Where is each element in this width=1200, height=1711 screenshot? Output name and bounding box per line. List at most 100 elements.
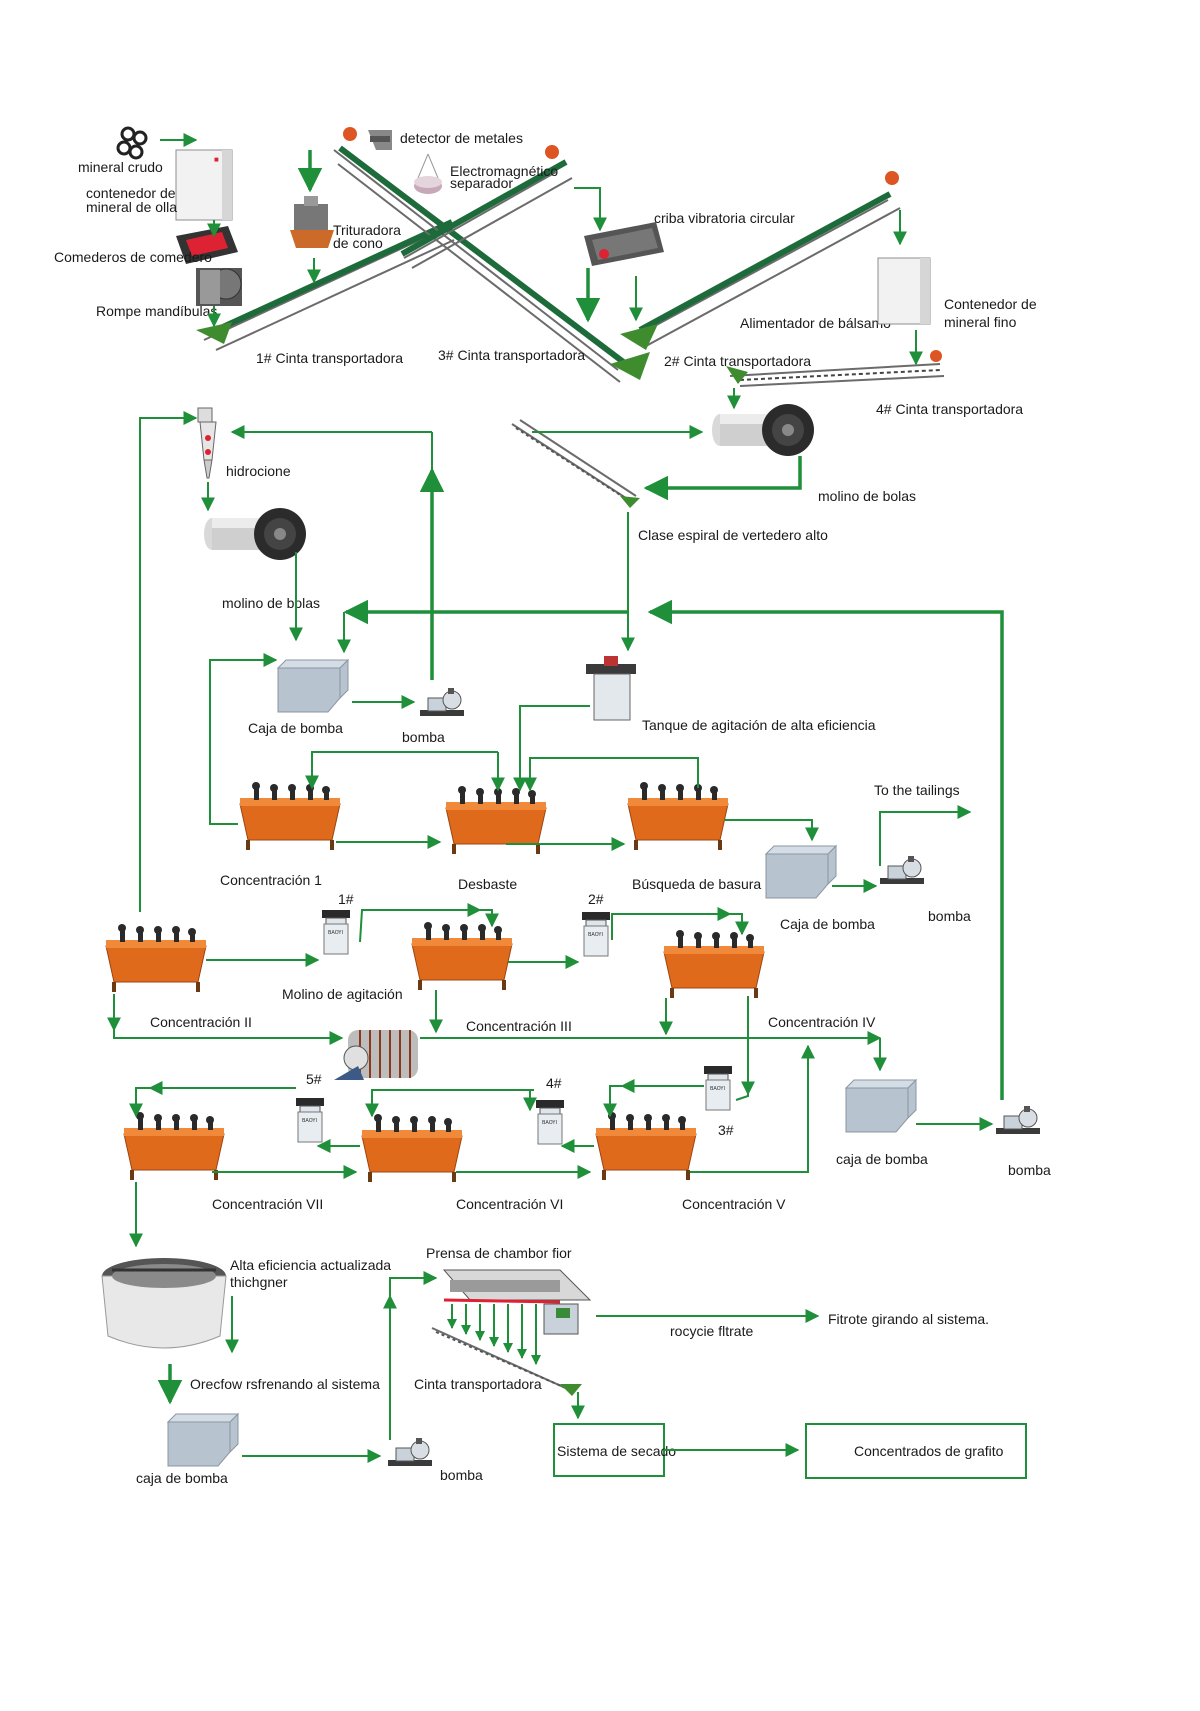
fine-bin-label-1: Contenedor de bbox=[944, 296, 1037, 312]
conveyor-3-label: 3# Cinta transportadora bbox=[438, 347, 585, 363]
cleaning-3-label: Concentración III bbox=[466, 1018, 572, 1034]
cleaning-2-cell bbox=[105, 923, 207, 993]
cleaning-7-label: Concentración VII bbox=[212, 1196, 323, 1212]
spiral-classifier-icon bbox=[511, 419, 640, 508]
pump-3-label: bomba bbox=[1008, 1162, 1051, 1178]
cleaning-4-label: Concentración IV bbox=[768, 1014, 876, 1030]
cleaning-low-flows bbox=[129, 1044, 994, 1248]
scavenging-label: Búsqueda de basura bbox=[632, 876, 761, 892]
scavenging-cell bbox=[627, 781, 729, 851]
cleaning-7-cell bbox=[123, 1111, 225, 1181]
flotation-top-flows bbox=[209, 653, 972, 893]
conveyor-2 bbox=[620, 171, 901, 350]
conveyor-3 bbox=[333, 127, 650, 383]
em-separator-label-1: Electromagnético bbox=[450, 163, 558, 179]
cleaning-2-label: Concentración II bbox=[150, 1014, 252, 1030]
jaw-crusher-icon bbox=[196, 268, 242, 306]
conveyor-4-label: 4# Cinta transportadora bbox=[876, 401, 1023, 417]
raw-ore-icon bbox=[116, 126, 148, 160]
conveyor-2-label: 2# Cinta transportadora bbox=[664, 353, 811, 369]
pump-box-3-icon bbox=[845, 1079, 917, 1133]
graphite-concentrate-box bbox=[805, 1423, 1027, 1479]
cleaning-mid-flows bbox=[107, 903, 887, 1101]
stirring-mill-3-icon bbox=[703, 1065, 733, 1111]
stirring-mill-1-icon bbox=[321, 909, 351, 955]
spiral-classifier-label: Clase espiral de vertedero alto bbox=[638, 527, 828, 543]
ball-mill-2-label: molino de bolas bbox=[222, 595, 320, 611]
pump-box-1-label: Caja de bomba bbox=[248, 720, 343, 736]
fine-bin-label-2: mineral fino bbox=[944, 314, 1017, 330]
stirring-mill-4-number: 4# bbox=[546, 1075, 562, 1091]
recycle-filtrate-label: rocycie fltrate bbox=[670, 1323, 753, 1339]
final-conveyor-label: Cinta transportadora bbox=[414, 1376, 542, 1392]
ball-mill-1-icon bbox=[712, 404, 814, 456]
pot-bin-icon: ■ bbox=[175, 149, 233, 221]
pump-box-3-label: caja de bomba bbox=[836, 1151, 928, 1167]
stirring-mill-1-number: 1# bbox=[338, 891, 354, 907]
stirring-mill-5-number: 5# bbox=[306, 1071, 322, 1087]
pump-box-1-icon bbox=[277, 659, 349, 713]
cleaning-6-cell bbox=[361, 1113, 463, 1183]
stirring-mill-label: Molino de agitación bbox=[282, 986, 403, 1002]
ball-mill-1-label: molino de bolas bbox=[818, 488, 916, 504]
stirring-mill-4-icon bbox=[535, 1099, 565, 1145]
screen-label: criba vibratoria circular bbox=[654, 210, 795, 226]
metal-detector-icon bbox=[368, 130, 392, 150]
pump-3-icon bbox=[995, 1105, 1041, 1135]
crushing-flows bbox=[160, 133, 923, 410]
conveyor-3-ascending bbox=[400, 145, 573, 269]
stirring-mill-3-number: 3# bbox=[718, 1122, 734, 1138]
feeder-label: Comederos de comedero bbox=[54, 249, 212, 265]
pendulum-feeder-label: Alimentador de bálsamo bbox=[740, 315, 891, 331]
dewatering-flows bbox=[157, 1271, 820, 1463]
fine-ore-bin-icon bbox=[877, 257, 931, 325]
cone-crusher-icon bbox=[290, 196, 334, 248]
cone-crusher-label-1: Trituradora bbox=[333, 222, 401, 238]
chamber-filter-press-icon bbox=[442, 1269, 592, 1335]
cleaning-5-cell bbox=[595, 1111, 697, 1181]
hydrocyclone-label: hidrocione bbox=[226, 463, 291, 479]
roughing-label: Desbaste bbox=[458, 876, 517, 892]
pump-1-icon bbox=[419, 687, 465, 717]
pump-box-2-icon bbox=[765, 845, 837, 899]
cleaning-6-label: Concentración VI bbox=[456, 1196, 563, 1212]
svg-text:■: ■ bbox=[214, 155, 219, 164]
cleaning-4-cell bbox=[663, 929, 765, 999]
cleaning-1-label: Concentración 1 bbox=[220, 872, 322, 888]
cleaning-5-label: Concentración V bbox=[682, 1196, 786, 1212]
filtrate-return-label: Fitrote girando al sistema. bbox=[828, 1311, 989, 1327]
pump-box-4-icon bbox=[167, 1413, 239, 1467]
conveyor-1 bbox=[196, 219, 455, 351]
agitation-tank-label: Tanque de agitación de alta eficiencia bbox=[642, 717, 876, 733]
pot-bin-label-2: mineral de olla bbox=[86, 199, 177, 215]
pump-box-2-label: Caja de bomba bbox=[780, 916, 875, 932]
ball-mill-2-icon bbox=[204, 508, 306, 560]
hydrocyclone-icon bbox=[197, 407, 217, 479]
overflow-label: Orecfow rsfrenando al sistema bbox=[190, 1376, 380, 1392]
agitation-tank-icon bbox=[586, 656, 636, 721]
filter-press-label: Prensa de chambor fior bbox=[426, 1245, 572, 1261]
circular-vibrating-screen-icon bbox=[584, 222, 664, 266]
final-conveyor bbox=[431, 1327, 582, 1396]
pump-1-label: bomba bbox=[402, 729, 445, 745]
pump-4-icon bbox=[387, 1437, 433, 1467]
pump-box-4-label: caja de bomba bbox=[136, 1470, 228, 1486]
pump-4-label: bomba bbox=[440, 1467, 483, 1483]
to-tailings-label: To the tailings bbox=[874, 782, 960, 798]
stirring-mill-5-icon bbox=[295, 1097, 325, 1143]
graphite-concentrate-label: Concentrados de grafito bbox=[854, 1443, 1004, 1459]
grinding-flows bbox=[139, 411, 1004, 1100]
cleaning-3-cell bbox=[411, 921, 513, 991]
stirring-mill-2-number: 2# bbox=[588, 891, 604, 907]
cleaning-1-cell bbox=[239, 781, 341, 851]
thickener-label-1: Alta eficiencia actualizada bbox=[230, 1257, 391, 1273]
feeder-icon bbox=[176, 226, 238, 264]
metal-detector-label: detector de metales bbox=[400, 130, 523, 146]
pump-2-icon bbox=[879, 855, 925, 885]
conveyor-1-label: 1# Cinta transportadora bbox=[256, 350, 403, 366]
drying-system-label: Sistema de secado bbox=[557, 1443, 676, 1459]
electromagnetic-separator-icon bbox=[414, 153, 442, 194]
stirring-mill-2-icon bbox=[581, 911, 611, 957]
cone-crusher-label-2: de cono bbox=[333, 235, 383, 251]
